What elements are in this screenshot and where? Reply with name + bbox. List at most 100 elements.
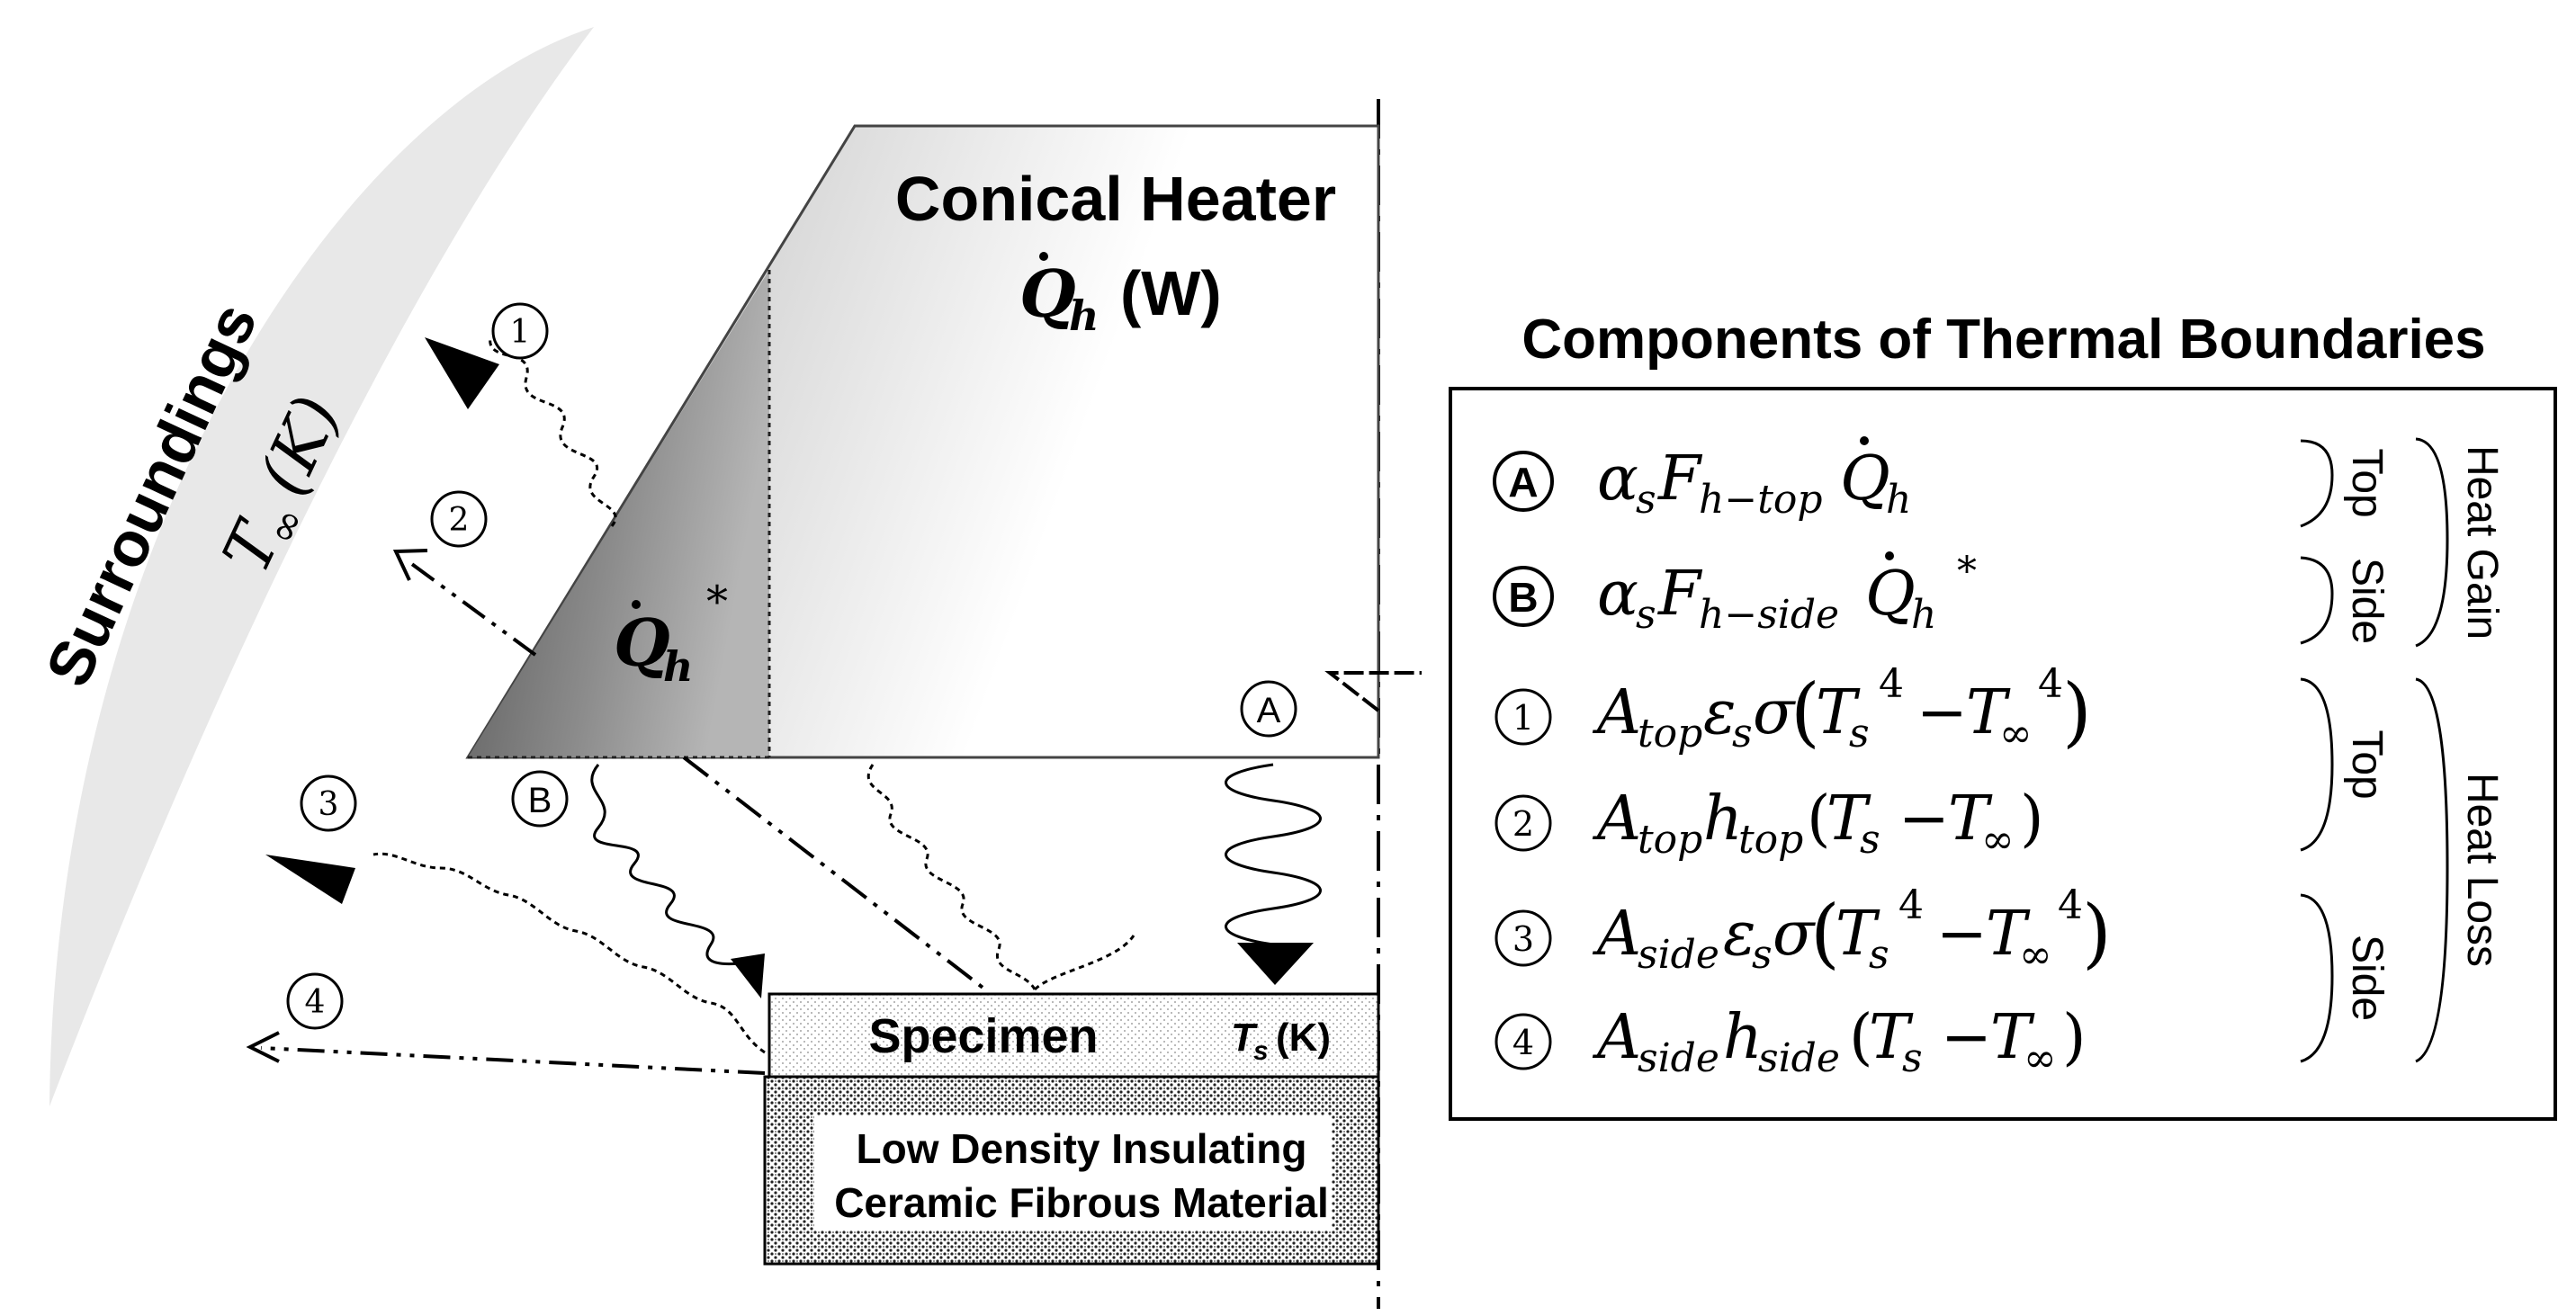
svg-text:T: T bbox=[1986, 899, 2031, 970]
svg-text:4: 4 bbox=[1879, 661, 1904, 707]
svg-text:−: − bbox=[1898, 783, 1950, 855]
svg-text:4: 4 bbox=[1512, 1023, 1534, 1062]
svg-text:A: A bbox=[1592, 899, 1641, 970]
svg-text:Heat Loss: Heat Loss bbox=[2458, 773, 2506, 967]
legend-row-1: 1 A top ε s σ ( T s 4 − T ∞ 4 ) bbox=[1494, 661, 2092, 756]
svg-text:3: 3 bbox=[319, 786, 339, 823]
bracket-label-loss: Heat Loss bbox=[2458, 773, 2506, 967]
svg-text:(: ( bbox=[1807, 783, 1831, 855]
svg-text:T: T bbox=[1966, 677, 2011, 748]
svg-text:F: F bbox=[1656, 443, 1703, 515]
svg-text:s: s bbox=[1860, 817, 1880, 863]
svg-text:Top: Top bbox=[2343, 448, 2391, 517]
svg-text:(: ( bbox=[1849, 1002, 1873, 1073]
specimen-label: Specimen bbox=[868, 1009, 1098, 1063]
svg-text:Side: Side bbox=[2343, 558, 2391, 644]
brace-side2 bbox=[2300, 893, 2334, 1063]
svg-text:Side: Side bbox=[2343, 935, 2391, 1021]
svg-text:top: top bbox=[1638, 711, 1702, 756]
svg-text:ε: ε bbox=[1703, 677, 1737, 748]
marker-B: B bbox=[511, 770, 569, 828]
radiation-wave-3 bbox=[372, 852, 766, 1054]
inner-q: Q h * bbox=[614, 577, 728, 691]
specimen-block bbox=[767, 992, 1380, 1079]
legend-row-B: B α s F h−side Q h * bbox=[1493, 549, 1977, 638]
svg-text:(W): (W) bbox=[1120, 258, 1222, 328]
svg-text:T: T bbox=[1836, 899, 1880, 970]
svg-text:(: ( bbox=[1791, 667, 1820, 756]
legend-row-3: 3 A side ε s σ ( T s 4 − T ∞ 4 ) bbox=[1494, 882, 2112, 978]
brace-loss bbox=[2415, 677, 2449, 1063]
svg-text:): ) bbox=[2062, 1002, 2087, 1073]
svg-text:side: side bbox=[1638, 932, 1719, 978]
brace-gain bbox=[2415, 437, 2449, 648]
legend-row-A: A α s F h−top Q h bbox=[1493, 436, 1911, 523]
svg-text:): ) bbox=[2062, 667, 2092, 756]
svg-text:s: s bbox=[1752, 932, 1773, 978]
arrowhead-4 bbox=[246, 1031, 280, 1063]
svg-text:B: B bbox=[528, 781, 552, 820]
bracket-label-gain: Heat Gain bbox=[2458, 445, 2506, 640]
svg-text:−: − bbox=[1941, 1002, 1992, 1073]
legend-title: Components of Thermal Boundaries bbox=[1521, 309, 2485, 371]
svg-text:(: ( bbox=[1810, 889, 1840, 977]
svg-text:T: T bbox=[1990, 1002, 2035, 1073]
svg-text:*: * bbox=[706, 577, 728, 627]
svg-text:A: A bbox=[1257, 691, 1281, 730]
brace-top1 bbox=[2300, 439, 2334, 528]
insulation-label-bg bbox=[814, 1115, 1332, 1231]
svg-text:h: h bbox=[1886, 477, 1911, 523]
svg-text:Top: Top bbox=[2343, 730, 2391, 799]
svg-text:s: s bbox=[1636, 477, 1656, 523]
svg-text:T: T bbox=[1948, 783, 1993, 855]
svg-text:): ) bbox=[2082, 889, 2112, 977]
view-factor-line bbox=[682, 756, 987, 991]
bracket-label-side1: Side bbox=[2343, 558, 2391, 644]
svg-text:h: h bbox=[1703, 783, 1743, 855]
svg-text:Q: Q bbox=[1019, 255, 1076, 332]
svg-text:h: h bbox=[1911, 592, 1936, 638]
convection-line-4 bbox=[260, 1046, 766, 1075]
radiation-wave-1 bbox=[489, 336, 617, 527]
svg-text:−: − bbox=[1916, 677, 1968, 748]
svg-text:Q: Q bbox=[614, 604, 670, 681]
svg-text:F: F bbox=[1656, 559, 1703, 630]
svg-text:h: h bbox=[1069, 291, 1099, 340]
svg-text:A: A bbox=[1592, 677, 1641, 748]
svg-text:): ) bbox=[2020, 783, 2044, 855]
svg-text:top: top bbox=[1738, 817, 1803, 863]
svg-text:h: h bbox=[1723, 1002, 1763, 1073]
specimen-temp: T s (K) bbox=[1231, 1016, 1331, 1066]
svg-text:4: 4 bbox=[1898, 882, 1924, 928]
svg-text:T: T bbox=[1231, 1016, 1258, 1060]
marker-2: 2 bbox=[430, 490, 488, 548]
svg-text:(K): (K) bbox=[1276, 1016, 1331, 1060]
svg-text:s: s bbox=[1732, 711, 1753, 756]
arrowhead-2 bbox=[392, 549, 428, 581]
insulation-line1: Low Density Insulating bbox=[857, 1125, 1307, 1172]
bracket-label-top1: Top bbox=[2343, 448, 2391, 517]
svg-text:σ: σ bbox=[1753, 677, 1796, 748]
svg-text:α: α bbox=[1597, 559, 1638, 630]
radiation-wave-exchange bbox=[866, 764, 1037, 990]
svg-text:∞: ∞ bbox=[2019, 932, 2052, 978]
bracket-label-side2: Side bbox=[2343, 935, 2391, 1021]
svg-text:4: 4 bbox=[2038, 661, 2063, 707]
svg-text:A: A bbox=[1592, 783, 1641, 855]
svg-text:h−side: h−side bbox=[1699, 592, 1839, 638]
surroundings-arc bbox=[49, 27, 594, 1106]
svg-text:3: 3 bbox=[1512, 919, 1534, 959]
convection-line-2 bbox=[408, 560, 537, 657]
svg-text:top: top bbox=[1638, 817, 1702, 863]
svg-text:side: side bbox=[1758, 1035, 1840, 1081]
svg-text:T: T bbox=[1869, 1002, 1914, 1073]
svg-text:A: A bbox=[1508, 459, 1538, 506]
svg-text:α: α bbox=[1597, 443, 1638, 515]
arrowhead-A bbox=[1237, 943, 1314, 985]
brace-side1 bbox=[2300, 556, 2334, 645]
svg-text:s: s bbox=[1849, 711, 1870, 756]
svg-text:1: 1 bbox=[510, 314, 531, 351]
heater-q: Q h (W) bbox=[1019, 252, 1222, 340]
arrowhead-B bbox=[731, 953, 765, 998]
svg-text:A: A bbox=[1592, 1002, 1641, 1073]
